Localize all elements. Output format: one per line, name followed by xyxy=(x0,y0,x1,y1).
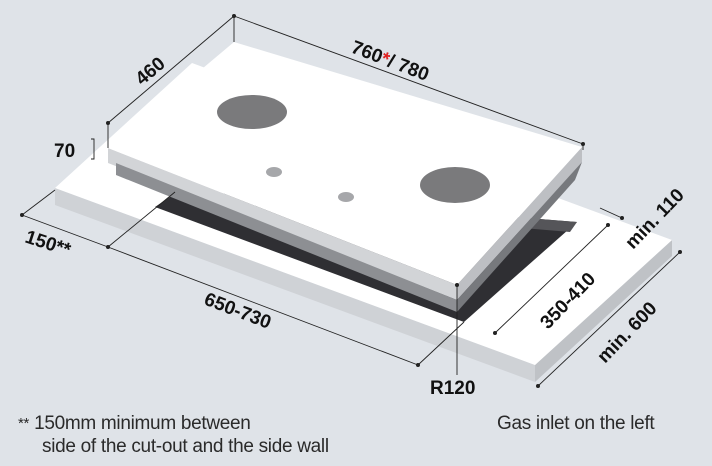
footnote-line2: side of the cut-out and the side wall xyxy=(42,436,329,457)
corner-radius-label: R120 xyxy=(430,378,475,399)
gas-inlet-note: Gas inlet on the left xyxy=(497,413,655,434)
dimension-lines xyxy=(21,15,681,387)
dimension-endpoints xyxy=(20,14,682,388)
height-label: 70 xyxy=(54,141,75,162)
footnote-line1: 150mm minimum between xyxy=(34,413,251,434)
knob-right xyxy=(338,192,354,202)
burner-left xyxy=(217,95,287,129)
depth-label: 460 xyxy=(132,53,170,89)
side-gap-label: 150** xyxy=(22,227,73,262)
hob xyxy=(108,42,582,312)
footnote: ** 150mm minimum between side of the cut… xyxy=(18,412,329,458)
burner-right xyxy=(420,167,490,203)
width-label: 760*/ 780 xyxy=(348,37,431,86)
width-alt: / 780 xyxy=(385,51,432,86)
cutout-width-label: 650-730 xyxy=(201,289,274,334)
footnote-marker: ** xyxy=(18,415,30,432)
knob-left xyxy=(266,167,282,177)
